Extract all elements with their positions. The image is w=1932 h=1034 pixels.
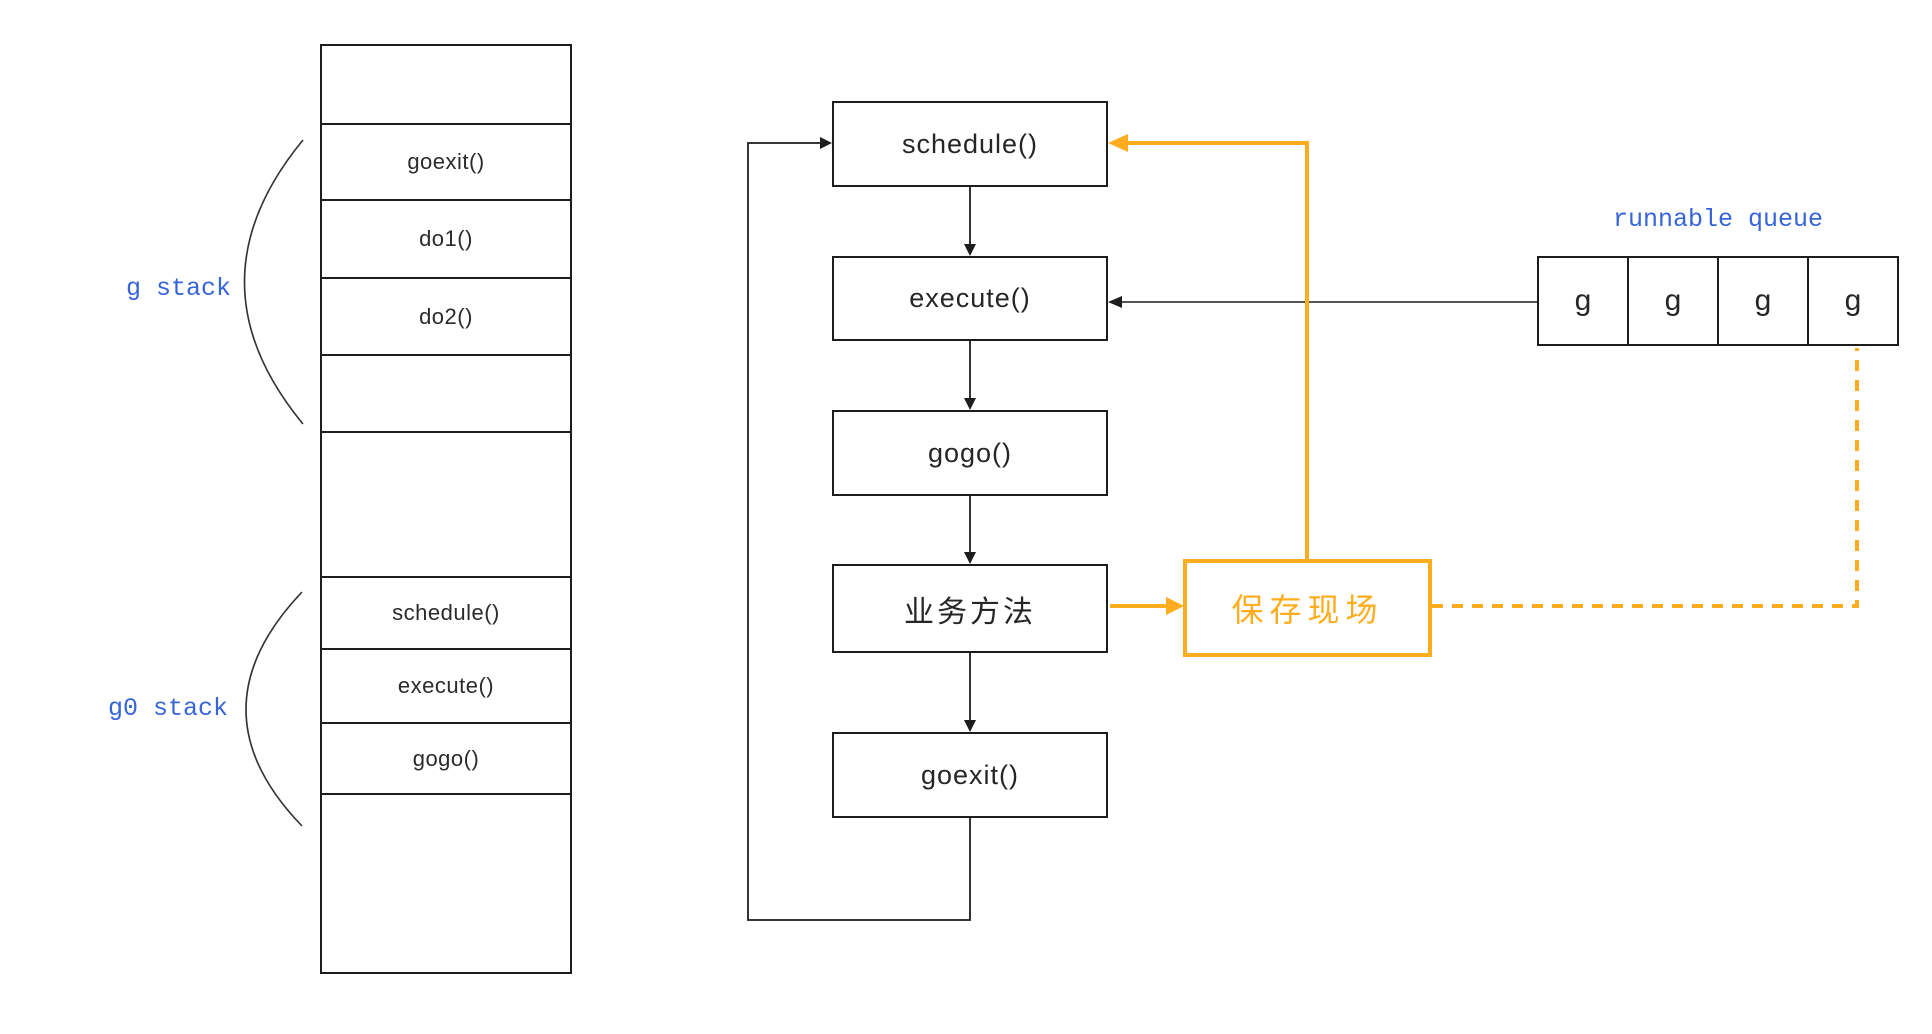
- g0-stack-label: g0 stack: [108, 694, 229, 723]
- g-stack-label: g stack: [126, 274, 232, 303]
- flow-node-gogo: gogo(): [832, 410, 1108, 496]
- dashed-line-save-to-queue: [1432, 348, 1859, 608]
- stack-row-execute: execute(): [322, 650, 570, 724]
- stack-row-gap: [322, 433, 570, 578]
- stack-row-empty-bottom: [322, 795, 570, 972]
- flow-node-business-method: 业务方法: [832, 564, 1108, 653]
- flow-node-goexit: goexit(): [832, 732, 1108, 818]
- arrowhead-right-icon: [820, 137, 832, 149]
- arrowhead-down-icon: [964, 720, 976, 732]
- line-save-to-schedule: [1124, 141, 1309, 559]
- stack-row-schedule: schedule(): [322, 578, 570, 650]
- stack-row-goexit: goexit(): [322, 125, 570, 201]
- orange-arrowhead-right-icon: [1166, 597, 1184, 615]
- orange-arrowhead-left-icon: [1108, 134, 1128, 152]
- arrowhead-down-icon: [964, 552, 976, 564]
- queue-cell-g: g: [1539, 258, 1629, 344]
- arrowhead-down-icon: [964, 398, 976, 410]
- queue-cell-g: g: [1629, 258, 1719, 344]
- arrowhead-down-icon: [964, 244, 976, 256]
- save-context-box: 保存现场: [1183, 559, 1432, 657]
- queue-cell-g: g: [1844, 284, 1862, 317]
- stack-row-do1: do1(): [322, 201, 570, 279]
- runnable-queue-title: runnable queue: [1612, 205, 1824, 234]
- stack-row-gogo: gogo(): [322, 724, 570, 795]
- flow-node-schedule: schedule(): [832, 101, 1108, 187]
- arrowhead-left-icon: [1108, 296, 1122, 308]
- flow-node-execute: execute(): [832, 256, 1108, 341]
- g-stack-brace: [243, 139, 304, 425]
- queue-cell-g: g: [1719, 258, 1809, 344]
- memory-stack: goexit() do1() do2() schedule() execute(…: [320, 44, 572, 974]
- stack-row-empty: [322, 356, 570, 433]
- g0-stack-brace: [245, 591, 303, 827]
- stack-row-empty-top: [322, 46, 570, 125]
- stack-row-do2: do2(): [322, 279, 570, 356]
- runnable-queue: g g g g: [1537, 256, 1899, 346]
